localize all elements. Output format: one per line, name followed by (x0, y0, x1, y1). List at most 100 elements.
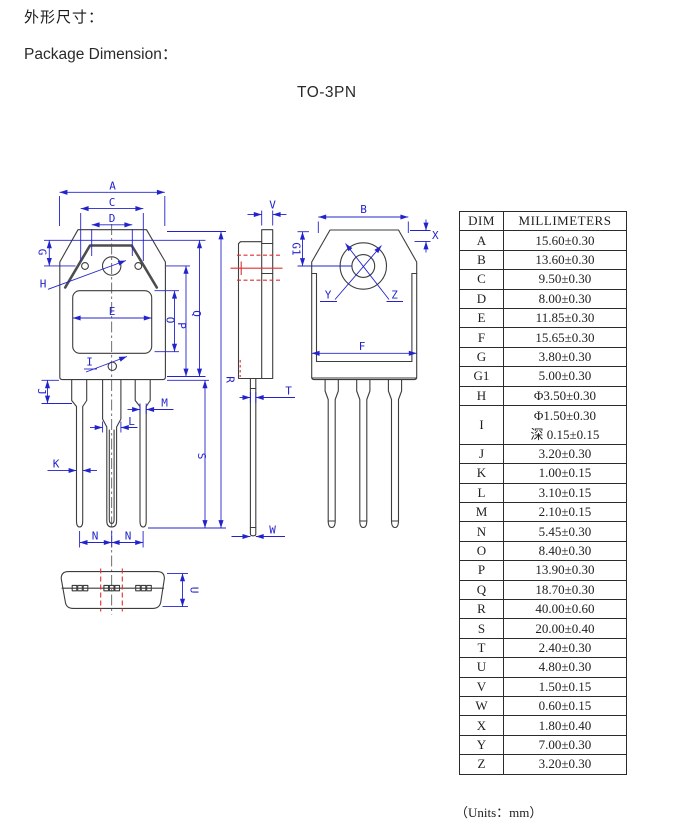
dim-label-b: B (360, 203, 367, 216)
dim-cell: D (459, 288, 504, 309)
dim-cell: E (459, 307, 504, 329)
value-cell: 8.00±0.30 (503, 288, 627, 309)
front-view: A C D G H E I (35, 180, 237, 615)
dim-label-l: L (128, 415, 135, 428)
value-cell: 3.80±0.30 (503, 346, 627, 368)
dim-label-y: Y (325, 289, 332, 302)
value-cell: 7.00±0.30 (503, 734, 627, 756)
dim-cell: F (459, 327, 504, 348)
pin-section (82, 584, 89, 592)
value-cell: 15.65±0.30 (503, 327, 627, 348)
dim-cell: R (459, 599, 504, 620)
dim-label-p: P (175, 322, 188, 329)
front-pin-left (71, 379, 88, 528)
dim-cell: B (459, 249, 504, 271)
bottom-view: U (60, 568, 201, 612)
dim-cell: I (459, 404, 504, 445)
dim-cell: H (459, 385, 504, 406)
mounting-hole (101, 256, 122, 276)
left-pilot-hole (81, 262, 89, 270)
side-view: V T W (230, 199, 295, 540)
dim-label-x: X (432, 229, 439, 242)
value-cell: 5.45±0.30 (503, 521, 627, 542)
back-pin-right (387, 379, 403, 529)
value-cell: 18.70±0.30 (503, 579, 627, 601)
value-cell: 1.50±0.15 (503, 676, 627, 697)
bottom-view-outline (60, 571, 165, 609)
pin-section (114, 584, 121, 592)
value-cell: 4.80±0.30 (503, 657, 627, 678)
value-cell: 13.90±0.30 (503, 560, 627, 581)
value-cell: 3.20±0.30 (503, 443, 627, 465)
value-cell: 5.00±0.30 (503, 366, 627, 387)
value-line-1: Φ1.50±0.30 (533, 407, 597, 423)
dim-label-e: E (109, 305, 116, 318)
dim-cell: G (459, 346, 504, 368)
pin-section (71, 584, 78, 592)
value-cell: Φ1.50±0.30 深 0.15±0.15 (503, 404, 627, 445)
value-cell: 1.00±0.15 (503, 463, 627, 484)
table-row: I Φ1.50±0.30 深 0.15±0.15 (459, 404, 627, 445)
value-cell: 3.20±0.30 (503, 754, 627, 775)
dim-label-g: G (36, 249, 49, 256)
package-name: TO-3PN (297, 84, 357, 101)
dim-label-w: W (269, 524, 276, 537)
back-pin-middle (356, 379, 371, 529)
value-cell: 8.40±0.30 (503, 540, 627, 562)
value-cell: 20.00±0.40 (503, 618, 627, 639)
pin-section (146, 584, 152, 592)
dim-cell: K (459, 463, 504, 484)
dim-label-a: A (109, 180, 116, 193)
dim-label-d: D (109, 212, 116, 225)
dim-cell: J (459, 443, 504, 465)
page-title-chinese: 外形尺寸： (24, 10, 105, 26)
side-body-outline (237, 229, 274, 380)
value-cell: Φ3.50±0.30 (503, 385, 627, 406)
front-pin-middle-inner (108, 429, 115, 525)
dim-label-k: K (53, 458, 60, 471)
value-cell: 1.80±0.40 (503, 715, 627, 736)
dim-cell: L (459, 482, 504, 504)
header-millimeters: MILLIMETERS (503, 210, 627, 232)
dim-label-s: S (195, 453, 208, 460)
back-view: B X G1 Y Z F (290, 203, 439, 529)
dim-cell: W (459, 695, 504, 717)
pin-section (140, 584, 147, 592)
dim-label-o: O (164, 317, 177, 324)
dim-label-z: Z (391, 289, 398, 302)
page-title-english: Package Dimension： (24, 46, 178, 63)
back-pin-left (324, 379, 339, 529)
value-cell: 9.50±0.30 (503, 269, 627, 290)
dim-label-t: T (285, 385, 292, 398)
dim-label-m: M (161, 397, 168, 410)
value-cell: 40.00±0.60 (503, 599, 627, 620)
front-pin-right (134, 379, 151, 528)
leader-i (85, 356, 128, 373)
value-cell: 0.60±0.15 (503, 695, 627, 717)
side-pin (249, 377, 257, 537)
value-cell: 2.40±0.30 (503, 637, 627, 659)
value-cell: 3.10±0.15 (503, 482, 627, 504)
dim-cell: N (459, 521, 504, 542)
leader-z (345, 243, 390, 300)
dim-cell: Q (459, 579, 504, 601)
pin-section (135, 584, 141, 592)
dim-label-j: J (35, 388, 48, 395)
dim-label-f: F (359, 340, 366, 353)
